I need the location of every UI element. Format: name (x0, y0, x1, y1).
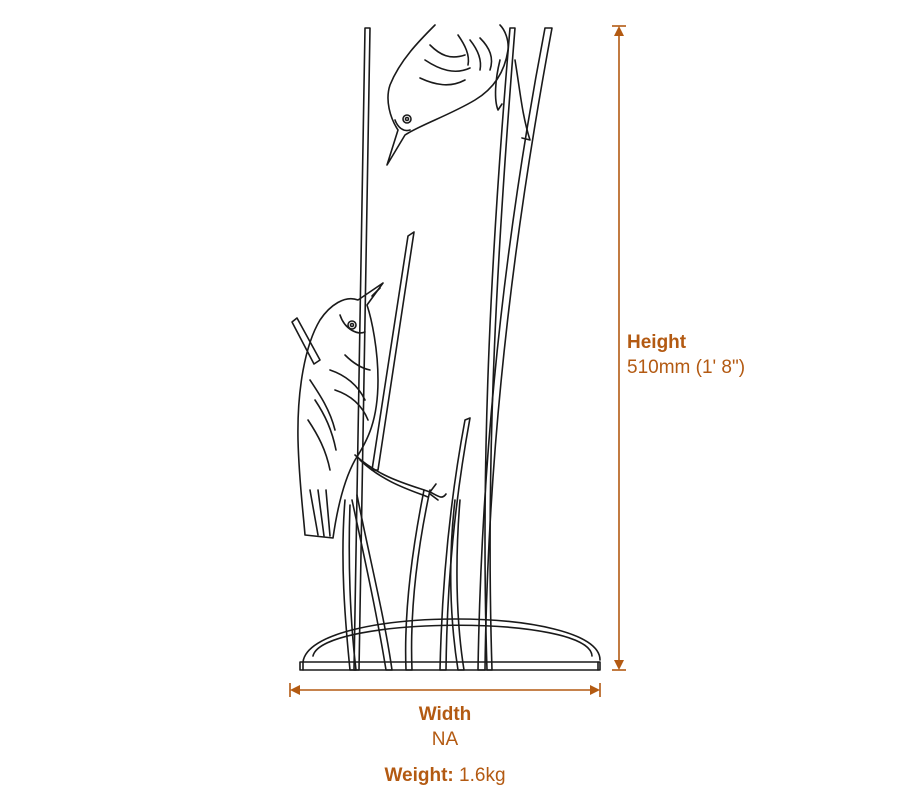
width-label: Width (418, 704, 472, 725)
width-dimension (289, 683, 601, 697)
weight-value: 1.6kg (459, 765, 506, 786)
reed-stems (291, 27, 553, 671)
sculpture-illustration (291, 24, 601, 671)
height-annotation: Height 510mm (1' 8") (627, 330, 745, 380)
width-value: NA (431, 729, 459, 750)
bird-top (386, 24, 531, 166)
height-value: 510mm (1' 8") (627, 357, 746, 378)
height-label: Height (627, 332, 687, 353)
height-dimension (612, 25, 626, 671)
weight-annotation: Weight: 1.6kg (300, 765, 590, 787)
weight-label: Weight: (384, 765, 454, 786)
bird-lower (297, 282, 384, 539)
sculpture-base (299, 618, 601, 671)
width-annotation: Width NA (345, 702, 545, 752)
